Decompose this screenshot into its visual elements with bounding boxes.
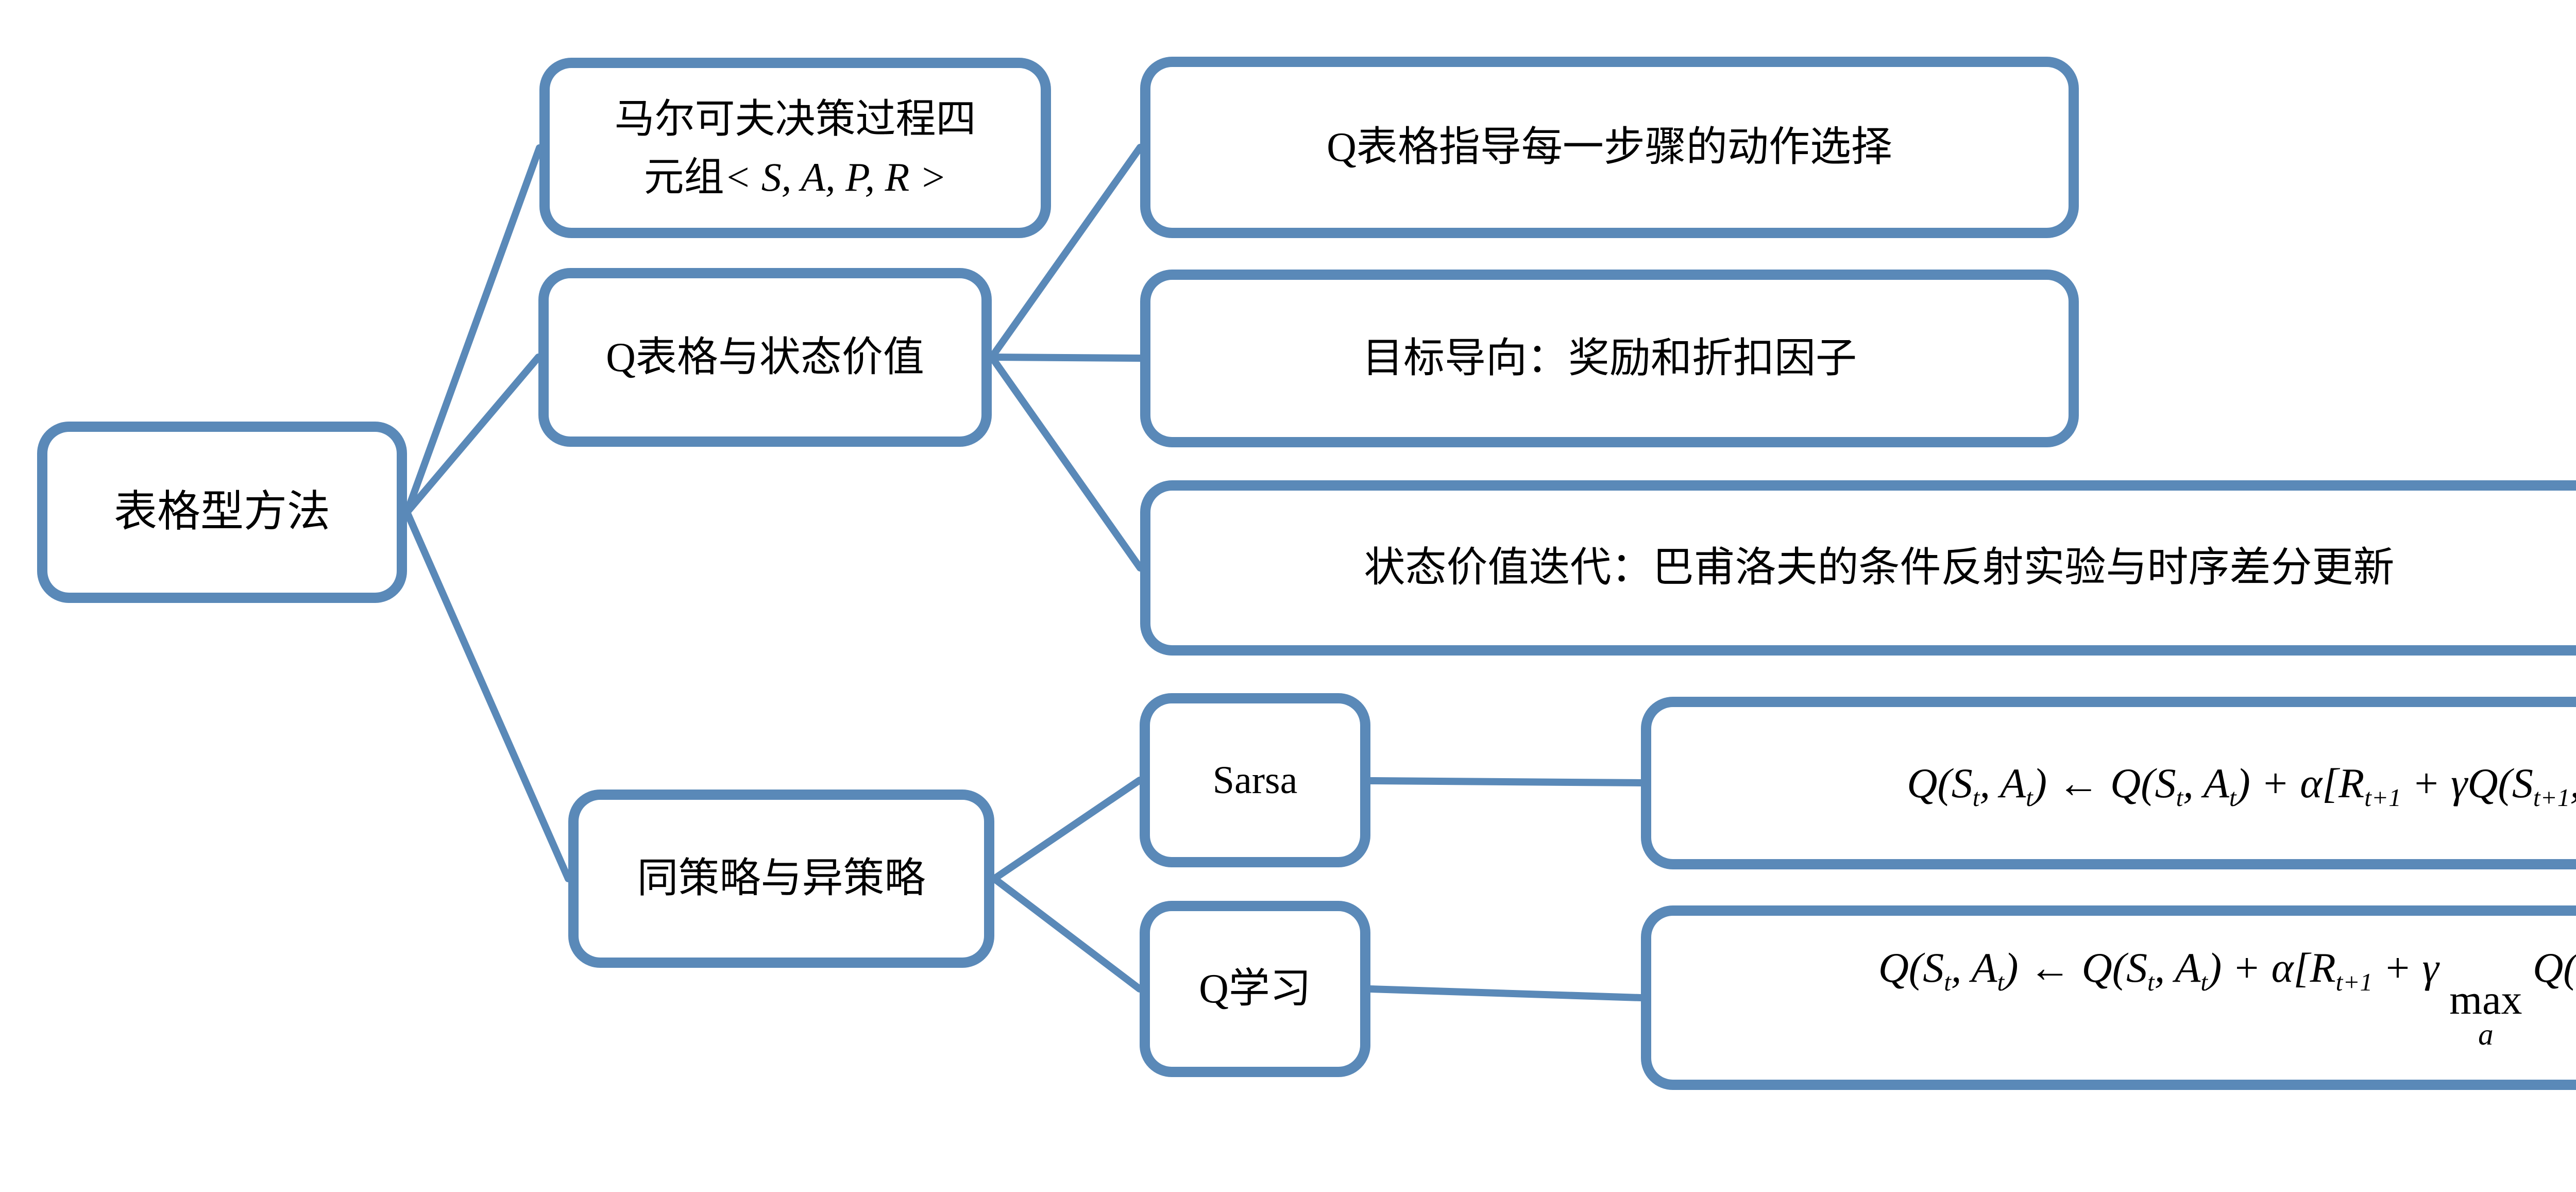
node-qtable[interactable]: Q表格与状态价值 <box>538 268 992 447</box>
node-mdp-label-line2: 元组< S, A, P, R > <box>644 148 947 206</box>
node-goal-label: 目标导向：奖励和折扣因子 <box>1362 335 1857 381</box>
node-mdp-label-line1: 马尔可夫决策过程四 <box>614 96 976 141</box>
connector-root-policy <box>403 509 572 882</box>
node-sarsa-formula[interactable]: Q(St, At) ← Q(St, At) + α[Rt+1 + γQ(St+1… <box>1641 697 2576 869</box>
connector-qtable-qguide <box>988 144 1144 361</box>
node-qtable-label: Q表格与状态价值 <box>606 334 924 380</box>
node-qlearning[interactable]: Q学习 <box>1140 901 1370 1077</box>
node-sarsa[interactable]: Sarsa <box>1140 693 1370 867</box>
node-mdp-label-line2-prefix: 元组 <box>643 155 724 199</box>
connector-root-mdp <box>403 144 543 516</box>
node-mdp[interactable]: 马尔可夫决策过程四 元组< S, A, P, R > <box>539 58 1051 238</box>
connector-qtable-goal <box>988 354 1144 362</box>
node-statevalue-label: 状态价值迭代：巴甫洛夫的条件反射实验与时序差分更新 <box>1364 545 2395 591</box>
connector-qlearning-formula <box>1367 985 1645 1001</box>
node-qguide-label: Q表格指导每一步骤的动作选择 <box>1327 125 1892 170</box>
connector-sarsa-formula <box>1367 777 1645 786</box>
connector-root-qtable <box>403 354 542 516</box>
connector-qtable-statevalue <box>988 354 1144 572</box>
node-root[interactable]: 表格型方法 <box>37 422 407 603</box>
node-goal[interactable]: 目标导向：奖励和折扣因子 <box>1140 270 2079 447</box>
node-statevalue[interactable]: 状态价值迭代：巴甫洛夫的条件反射实验与时序差分更新 <box>1140 480 2576 656</box>
sarsa-update-formula: Q(St, At) ← Q(St, At) + α[Rt+1 + γQ(St+1… <box>1907 759 2576 812</box>
node-policy-label: 同策略与异策略 <box>637 856 926 901</box>
node-policy[interactable]: 同策略与异策略 <box>568 790 994 968</box>
node-qlearning-label: Q学习 <box>1199 966 1311 1012</box>
connector-policy-qlearning <box>991 875 1143 993</box>
node-qguide[interactable]: Q表格指导每一步骤的动作选择 <box>1140 57 2079 238</box>
connector-policy-sarsa <box>991 777 1143 882</box>
node-sarsa-label: Sarsa <box>1212 759 1298 802</box>
node-root-label: 表格型方法 <box>113 488 330 536</box>
node-mdp-label-tuple: < S, A, P, R > <box>724 155 947 199</box>
